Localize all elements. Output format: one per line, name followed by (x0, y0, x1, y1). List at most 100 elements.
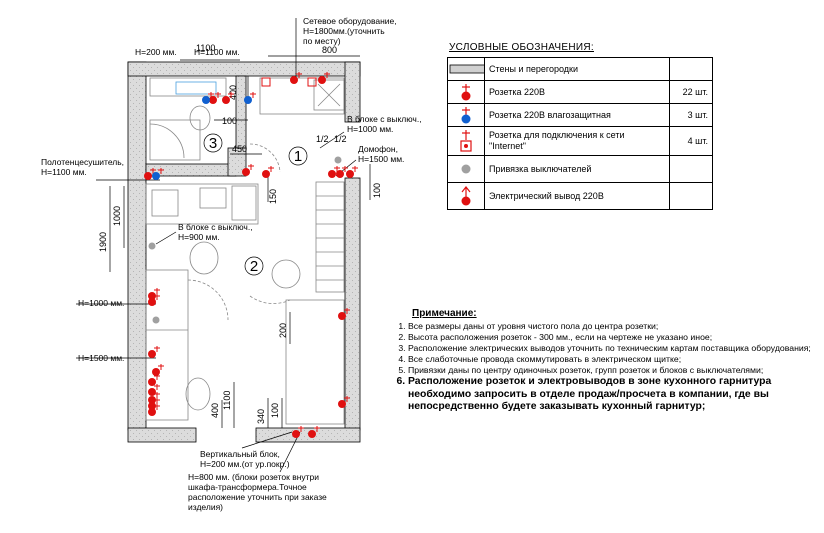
outlet-220v-marker (152, 364, 164, 376)
room-number-2: 2 (250, 258, 258, 275)
callout-h200: Н=200 мм. (135, 47, 177, 57)
legend-label-internet: Розетка для подключения к сети "Internet… (484, 126, 670, 156)
legend-qty-outlet-waterproof: 3 шт. (669, 103, 713, 127)
outlet-220v-marker (148, 404, 160, 416)
legend-row-switch: Привязка выключателей (447, 155, 713, 183)
dim-half-1: 1/2 (316, 134, 329, 144)
dim-half-2: 1/2 (334, 134, 347, 144)
outlets (144, 72, 358, 438)
dim-150: 150 (268, 189, 278, 204)
legend-label-switch: Привязка выключателей (484, 155, 670, 183)
outlet-blue-icon (447, 103, 485, 127)
outlet-220v-marker (346, 166, 358, 178)
outlet-220v-marker (144, 168, 156, 180)
dim-450: 450 (232, 144, 247, 154)
switch-marker (334, 156, 342, 164)
dim-1100-bottom: 1100 (222, 391, 232, 410)
callout-switch-top: В блоке с выключ., Н=1000 мм. (347, 114, 422, 134)
outlet-220v-marker (148, 294, 160, 306)
dim-1000: 1000 (112, 206, 122, 226)
callout-wardrobe: Н=800 мм. (блоки розеток внутри шкафа-тр… (188, 472, 327, 512)
outlet-220v-marker (290, 72, 302, 84)
outlet-220v-marker (328, 166, 340, 178)
callout-vertical-block: Вертикальный блок, Н=200 мм.(от ур.покр.… (200, 449, 290, 469)
electric-output-icon (447, 182, 485, 210)
outlet-waterproof-marker (202, 92, 214, 104)
legend-qty-internet: 4 шт. (669, 126, 713, 156)
notes-title: Примечание: (412, 308, 477, 319)
legend-qty-outlet: 22 шт. (669, 80, 713, 104)
switch-marker (148, 242, 156, 250)
outlet-220v-marker (318, 72, 330, 84)
dimension-texts: 800 1100 400 100 450 150 1/2 1/2 100 100… (98, 43, 382, 424)
legend-qty-output (669, 182, 713, 210)
outlet-220v-marker (242, 164, 254, 176)
outlet-220v-marker (148, 288, 160, 300)
room-numbers: 3 1 2 (203, 133, 308, 276)
legend-row-outlet-waterproof: Розетка 220В влагозащитная 3 шт. (447, 103, 713, 127)
legend-label-output: Электрический вывод 220В (484, 182, 670, 210)
legend: УСЛОВНЫЕ ОБОЗНАЧЕНИЯ: Стены и перегородк… (447, 42, 713, 210)
dim-100-right: 100 (372, 183, 382, 198)
legend-row-outlet: Розетка 220В 22 шт. (447, 80, 713, 104)
furniture (145, 77, 345, 425)
outlet-220v-marker (308, 426, 320, 438)
outlet-220v-marker (262, 166, 274, 178)
outlet-220v-marker (338, 396, 350, 408)
dim-800: 800 (322, 45, 337, 55)
dim-100-bottom: 100 (270, 403, 280, 418)
legend-row-walls: Стены и перегородки (447, 57, 713, 81)
callout-h1000: Н=1000 мм. (78, 298, 125, 308)
callout-intercom: Домофон, Н=1500 мм. (358, 144, 405, 164)
legend-title: УСЛОВНЫЕ ОБОЗНАЧЕНИЯ: (449, 42, 594, 53)
callout-h1500: Н=1500 мм. (78, 353, 125, 363)
outlet-220v-marker (148, 374, 160, 386)
outlet-waterproof-marker (152, 168, 164, 180)
switch-gray-icon (447, 155, 485, 183)
dimension-lines (76, 18, 371, 473)
legend-label-outlet: Розетка 220В (484, 80, 670, 104)
note-item: Все слаботочные провода скоммутировать в… (408, 354, 822, 365)
room-number-3: 3 (209, 135, 217, 152)
dim-400-top: 400 (228, 85, 238, 100)
dim-200: 200 (278, 323, 288, 338)
dim-1100-top: 1100 (196, 43, 215, 53)
note-item: Привязки даны по центру одиночных розето… (408, 365, 822, 376)
dim-100-top: 100 (222, 116, 237, 126)
legend-qty-switch (669, 155, 713, 183)
note-item: Высота расположения розеток - 300 мм., е… (408, 332, 822, 343)
dim-1900: 1900 (98, 232, 108, 252)
callout-network: Сетевое оборудование, Н=1800мм.(уточнить… (303, 16, 397, 46)
outlet-220v-marker (336, 166, 348, 178)
outlet-220v-marker (148, 392, 160, 404)
dim-340: 340 (256, 409, 266, 424)
walls (127, 61, 361, 443)
outlet-220v-marker (148, 346, 160, 358)
outlet-220v-marker (222, 92, 234, 104)
outlet-220v-marker (338, 308, 350, 320)
wall-symbol (447, 57, 485, 81)
legend-row-output: Электрический вывод 220В (447, 182, 713, 210)
outlet-red-icon (447, 80, 485, 104)
room-number-1: 1 (294, 148, 302, 165)
callout-h1100: Н=1100 мм. (194, 47, 240, 57)
switch-marker (152, 316, 160, 324)
note-item-important: Расположение розеток и электровыводов в … (408, 376, 822, 414)
legend-label-outlet-waterproof: Розетка 220В влагозащитная (484, 103, 670, 127)
notes: Примечание: Все размеры даны от уровня ч… (386, 308, 822, 414)
notes-list: Все размеры даны от уровня чистого пола … (386, 321, 822, 414)
callout-switch-mid: В блоке с выключ., Н=900 мм. (178, 222, 253, 242)
note-item: Все размеры даны от уровня чистого пола … (408, 321, 822, 332)
callout-towel: Полотенцесушитель, Н=1100 мм. (41, 157, 125, 177)
outlet-waterproof-marker (244, 92, 256, 104)
internet-outlet-marker (307, 77, 317, 87)
outlet-220v-marker (148, 398, 160, 410)
legend-row-internet: Розетка для подключения к сети "Internet… (447, 126, 713, 156)
legend-table: Стены и перегородки Розетка 220В 22 шт. … (447, 57, 713, 210)
outlet-220v-marker (292, 426, 304, 438)
dim-400-bottom: 400 (210, 403, 220, 418)
legend-label-walls: Стены и перегородки (484, 57, 670, 81)
internet-outlet-icon (447, 126, 485, 156)
legend-qty-walls (669, 57, 713, 81)
